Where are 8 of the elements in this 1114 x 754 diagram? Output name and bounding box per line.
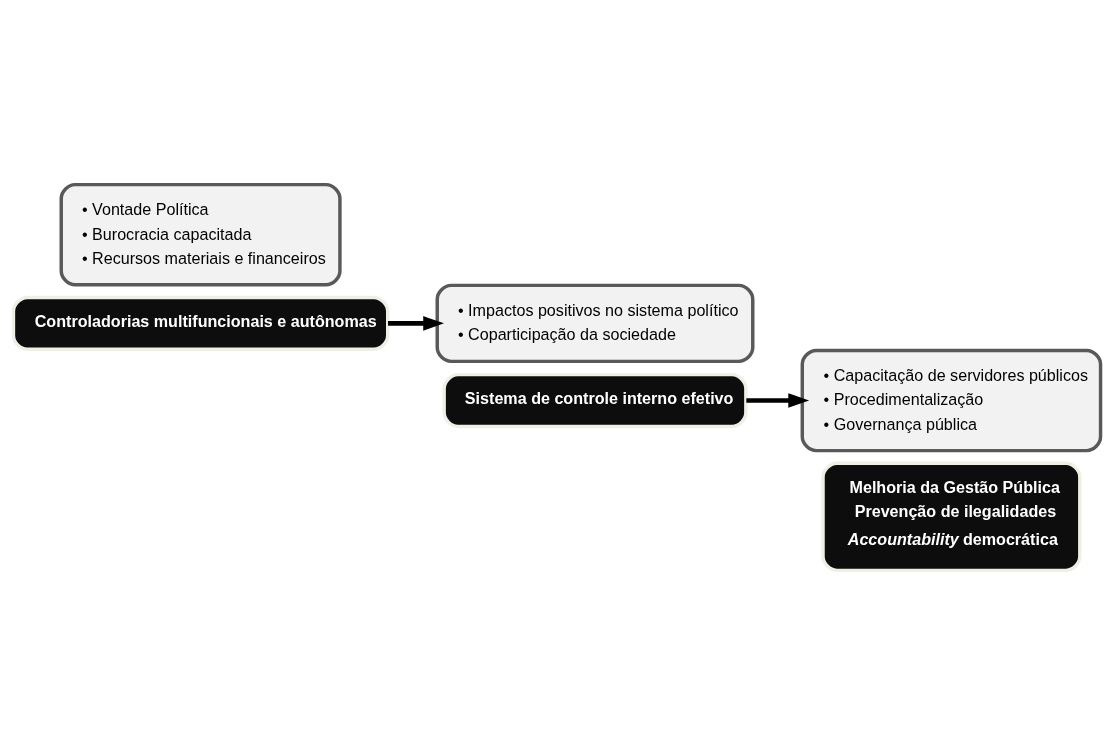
node-box: • Vontade Política • Burocracia capacitada • Recursos materiais e financeiros bbox=[59, 182, 342, 287]
node-box: • Capacitação de servidores públicos • Procedimentalização • Governança pública bbox=[800, 348, 1103, 452]
node-box: Controladorias multifuncionais e autônomas bbox=[11, 295, 390, 351]
node-box: Sistema de controle interno efetivo bbox=[442, 372, 748, 428]
node-box: Melhoria da Gestão Pública Prevenção de ilegalidades Accountability democrática bbox=[821, 461, 1082, 572]
node-box: • Impactos positivos no sistema político • Coparticipação da sociedade bbox=[435, 283, 755, 363]
arrow bbox=[388, 315, 445, 331]
arrow bbox=[746, 392, 810, 408]
